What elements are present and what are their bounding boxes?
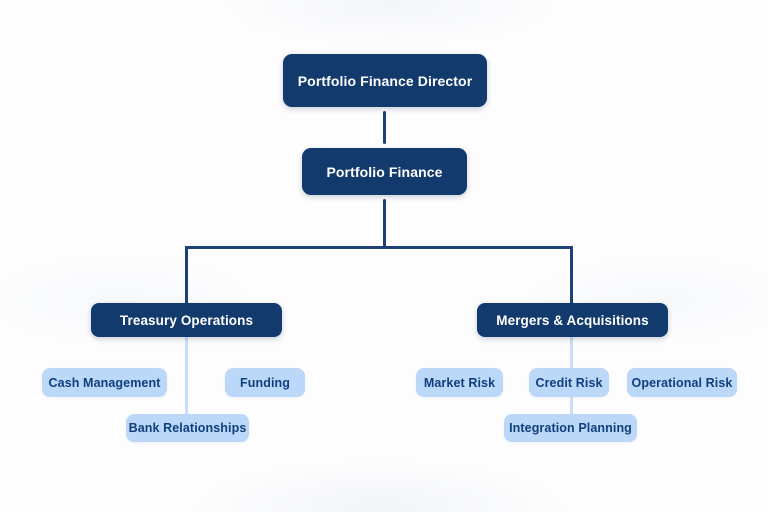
- connector-horizontal-bus: [185, 246, 573, 249]
- node-bank-relationships: Bank Relationships: [126, 414, 249, 442]
- node-credit-risk: Credit Risk: [529, 368, 609, 397]
- connector-portfolio-finance-stem: [383, 199, 386, 249]
- node-mergers-acquisitions: Mergers & Acquisitions: [477, 303, 668, 337]
- node-portfolio-finance: Portfolio Finance: [302, 148, 467, 195]
- connector-director-to-portfolio-finance: [383, 111, 386, 144]
- node-operational-risk: Operational Risk: [627, 368, 737, 397]
- node-treasury-operations: Treasury Operations: [91, 303, 282, 337]
- node-integration-planning: Integration Planning: [504, 414, 637, 442]
- node-market-risk: Market Risk: [416, 368, 503, 397]
- connector-bus-to-treasury-operations: [185, 246, 188, 303]
- connector-bus-to-mergers-acquisitions: [570, 246, 573, 303]
- node-portfolio-finance-director: Portfolio Finance Director: [283, 54, 487, 107]
- node-funding: Funding: [225, 368, 305, 397]
- node-cash-management: Cash Management: [42, 368, 167, 397]
- connector-treasury-to-bank-relationships: [185, 337, 188, 415]
